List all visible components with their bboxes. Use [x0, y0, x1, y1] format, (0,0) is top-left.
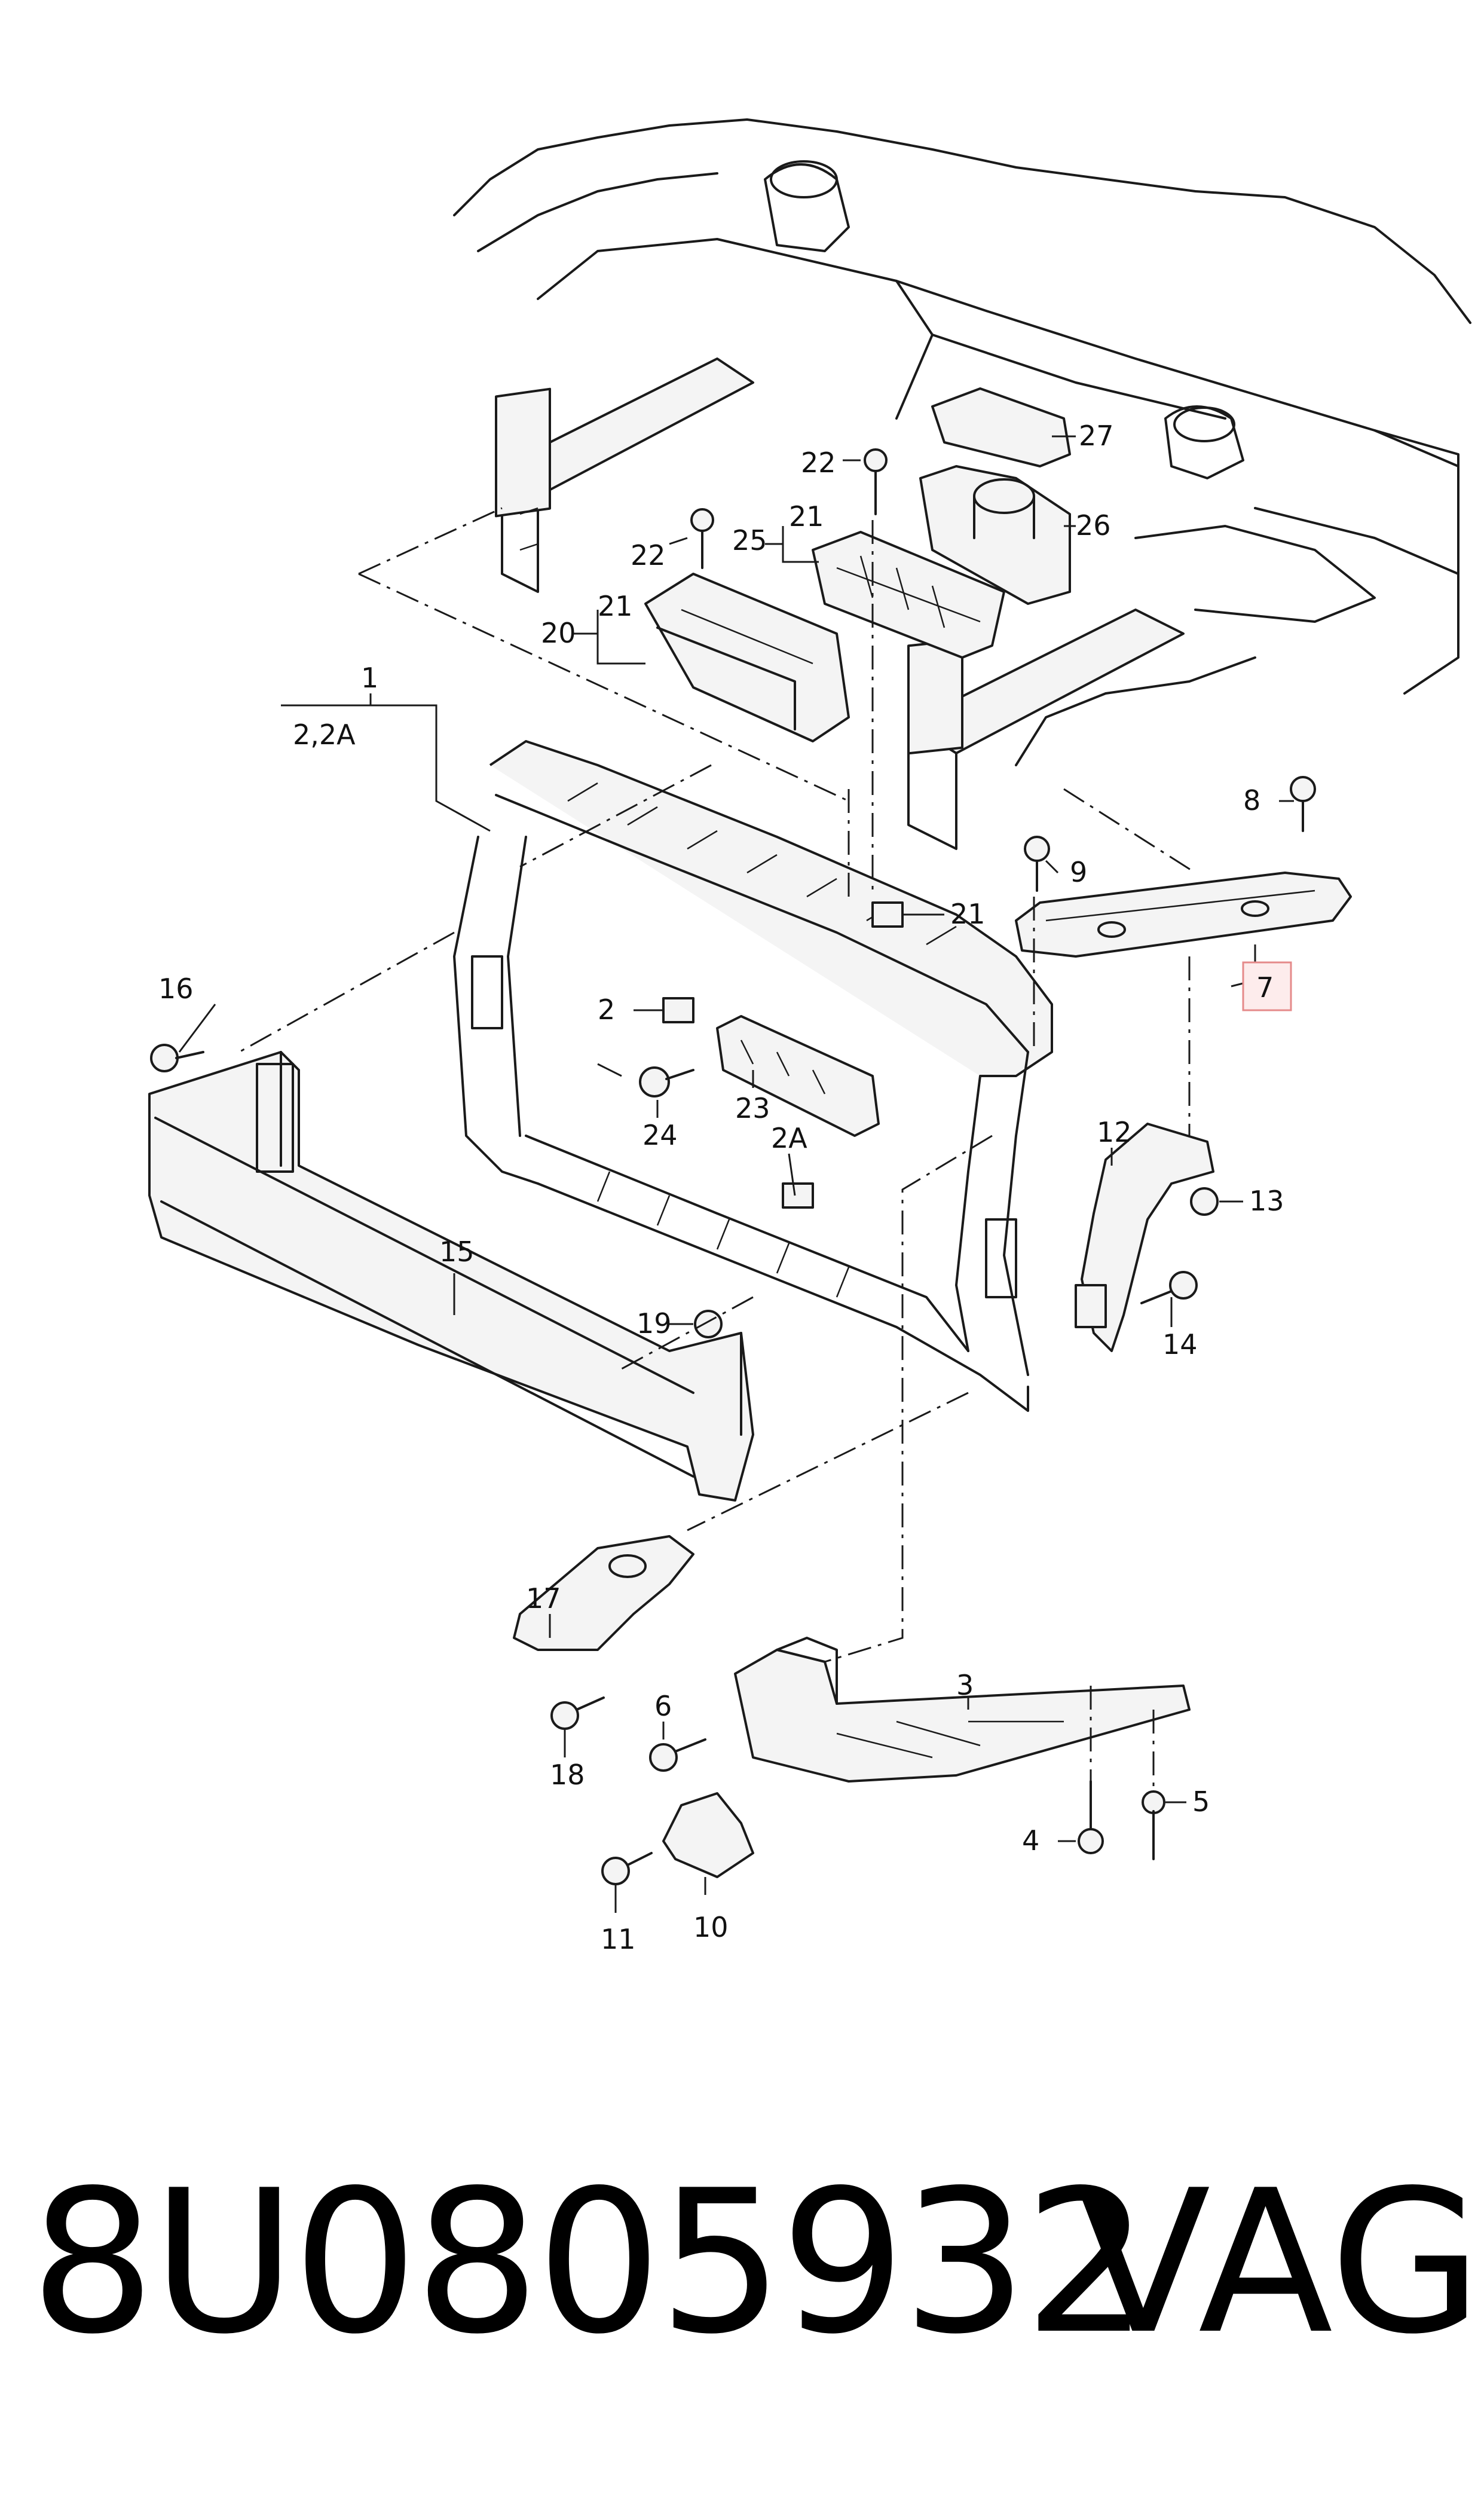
callout-6: 6: [654, 1690, 672, 1722]
callout-22-a: 22: [801, 447, 836, 479]
callout-8: 8: [1243, 784, 1260, 817]
assembly-lines: [238, 507, 1196, 1787]
callout-2a: 2A: [771, 1122, 807, 1154]
callout-23: 23: [735, 1092, 770, 1124]
callout-12: 12: [1097, 1116, 1132, 1148]
brand-name: VAG: [1076, 2148, 1483, 2377]
callout-labels: 1 2,2A 2 2A 3 4 5 6 7 8 9 10 11 12 13 14…: [158, 420, 1284, 1955]
callout-2: 2: [598, 993, 615, 1026]
leader-lines: [178, 435, 1294, 1913]
callout-7: 7: [1256, 971, 1274, 1004]
callout-10: 10: [693, 1911, 729, 1943]
callout-17: 17: [526, 1582, 561, 1615]
callout-15: 15: [439, 1236, 475, 1268]
callout-21-c: 21: [950, 898, 986, 930]
part-3-guide: [734, 1637, 1191, 1783]
callout-3: 3: [956, 1669, 974, 1701]
callout-5: 5: [1192, 1786, 1210, 1818]
callout-20: 20: [541, 617, 576, 649]
callout-25: 25: [732, 524, 767, 557]
callout-13: 13: [1249, 1185, 1284, 1217]
callout-21-b: 21: [789, 500, 824, 533]
callout-11: 11: [601, 1923, 636, 1955]
callout-24: 24: [642, 1119, 678, 1151]
callout-18: 18: [550, 1759, 585, 1791]
callout-16: 16: [158, 973, 194, 1005]
callout-1: 1: [361, 662, 378, 694]
fasteners: [150, 448, 1316, 1885]
vehicle-body-frame: [453, 118, 1471, 850]
callout-21-a: 21: [598, 590, 633, 622]
callout-22-b: 22: [631, 539, 666, 571]
callout-26: 26: [1076, 509, 1111, 542]
callout-27: 27: [1079, 420, 1114, 452]
part-7-highlighted: [1015, 872, 1352, 958]
bumper-carrier-15: [148, 1051, 754, 1502]
exploded-parts-diagram: 1 2,2A 2 2A 3 4 5 6 7 8 9 10 11 12 13 14…: [148, 118, 1471, 1955]
callout-14: 14: [1162, 1328, 1198, 1361]
callout-4: 4: [1022, 1824, 1039, 1857]
bracket-12: [1075, 1123, 1214, 1352]
part-23-bracket: [716, 1015, 880, 1137]
part-10-bracket: [662, 1792, 754, 1878]
air-duct-25: [812, 531, 1005, 659]
callout-19: 19: [637, 1307, 672, 1340]
part-number: 8U0805932: [30, 2148, 1149, 2377]
highlight-box-part-7: [1242, 961, 1292, 1011]
air-duct-20: [644, 573, 850, 742]
callout-9: 9: [1070, 856, 1087, 888]
callout-2-2a: 2,2A: [293, 719, 356, 751]
part-17-latch: [513, 1535, 694, 1651]
lock-carrier-1: [453, 740, 1053, 1412]
